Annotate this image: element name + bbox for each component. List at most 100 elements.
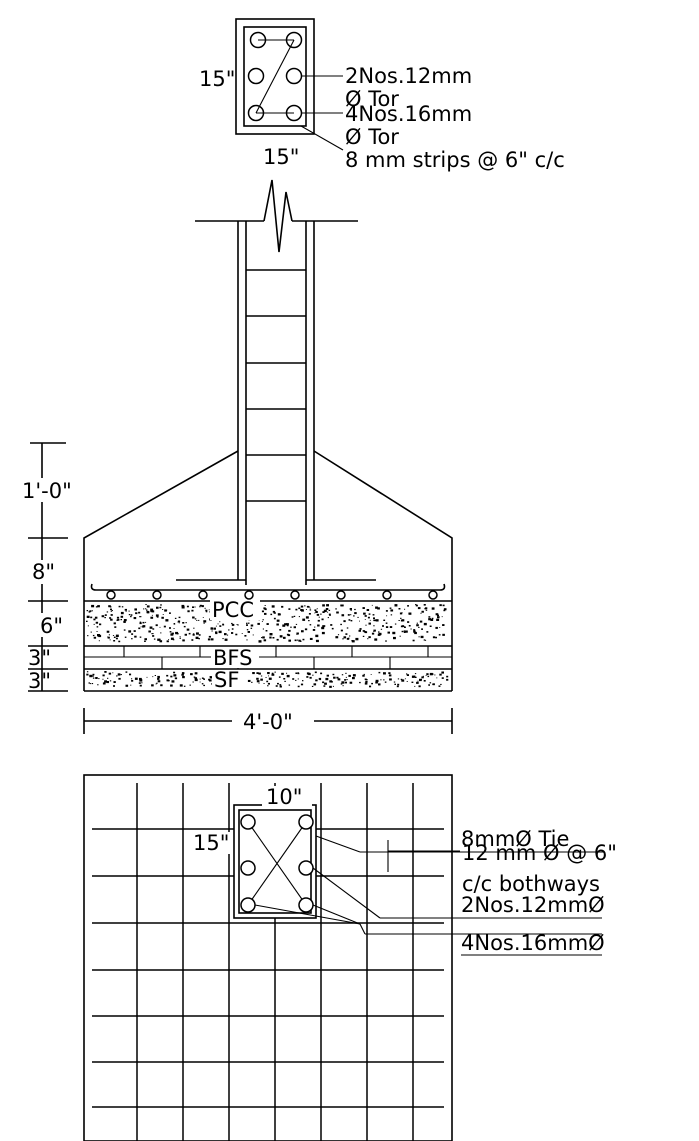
texture-speck <box>302 618 306 621</box>
texture-speck <box>308 620 310 622</box>
footing-plan: 10" 15" 12 mm Ø @ 6" c/c bothways 8mmØ T… <box>83 774 617 1141</box>
plan-rebar-mesh <box>92 783 444 1141</box>
texture-speck <box>288 608 291 610</box>
texture-speck <box>95 606 98 608</box>
texture-speck <box>170 633 174 636</box>
texture-speck <box>364 678 367 681</box>
texture-speck <box>222 638 224 640</box>
texture-speck <box>113 636 116 638</box>
texture-speck <box>349 681 353 684</box>
texture-speck <box>144 638 147 641</box>
texture-speck <box>320 672 323 675</box>
texture-speck <box>380 628 383 630</box>
texture-speck <box>441 671 444 674</box>
texture-speck <box>178 622 180 624</box>
texture-speck <box>344 679 347 681</box>
texture-speck <box>322 681 325 684</box>
texture-speck <box>345 676 347 678</box>
texture-speck <box>108 605 111 608</box>
texture-speck <box>302 638 305 641</box>
texture-speck <box>117 618 120 621</box>
texture-speck <box>418 636 420 638</box>
texture-speck <box>342 638 344 640</box>
texture-speck <box>215 632 218 635</box>
texture-speck <box>267 682 270 685</box>
dim-pcc: 6" <box>40 614 63 638</box>
texture-speck <box>388 674 392 677</box>
texture-speck <box>284 623 287 626</box>
texture-speck <box>151 610 155 613</box>
texture-speck <box>401 679 405 682</box>
texture-speck <box>155 624 158 627</box>
texture-speck <box>114 626 117 628</box>
texture-speck <box>421 628 423 630</box>
texture-speck <box>98 640 100 642</box>
texture-speck <box>86 610 89 612</box>
texture-speck <box>201 605 204 608</box>
texture-speck <box>146 610 150 614</box>
texture-speck <box>406 673 408 675</box>
texture-speck <box>143 608 145 610</box>
texture-speck <box>195 636 199 639</box>
texture-speck <box>318 616 320 618</box>
texture-speck <box>171 680 175 683</box>
texture-speck <box>315 679 318 682</box>
texture-speck <box>120 674 122 676</box>
texture-speck <box>170 637 174 640</box>
texture-speck <box>203 620 207 623</box>
texture-speck <box>296 632 299 635</box>
texture-speck <box>414 685 416 687</box>
texture-speck <box>309 624 312 626</box>
texture-speck <box>306 676 309 678</box>
texture-speck <box>166 609 168 611</box>
texture-speck <box>93 623 95 625</box>
texture-speck <box>152 633 154 635</box>
texture-speck <box>283 678 286 680</box>
texture-speck <box>420 612 422 614</box>
texture-speck <box>89 674 93 678</box>
texture-speck <box>160 684 163 687</box>
dim-base: 8" <box>32 560 55 584</box>
texture-speck <box>145 604 147 605</box>
texture-speck <box>382 625 384 627</box>
texture-speck <box>158 638 161 641</box>
texture-speck <box>141 682 143 684</box>
texture-speck <box>170 684 173 687</box>
texture-speck <box>277 613 281 616</box>
texture-speck <box>228 629 230 631</box>
texture-speck <box>309 676 312 679</box>
texture-speck <box>337 634 340 636</box>
texture-speck <box>145 608 147 610</box>
texture-speck <box>281 605 284 608</box>
rebar <box>298 860 314 876</box>
texture-speck <box>188 632 191 635</box>
texture-speck <box>181 606 185 609</box>
texture-speck <box>139 677 142 681</box>
rebar <box>240 814 256 830</box>
texture-speck <box>193 676 196 678</box>
texture-speck <box>104 617 106 619</box>
texture-speck <box>262 636 265 639</box>
texture-speck <box>87 625 89 627</box>
texture-speck <box>201 683 204 685</box>
texture-speck <box>384 681 387 683</box>
texture-speck <box>168 639 170 640</box>
texture-speck <box>348 674 351 677</box>
texture-speck <box>371 632 375 635</box>
texture-speck <box>286 672 288 674</box>
texture-speck <box>150 616 154 619</box>
texture-speck <box>328 609 331 611</box>
texture-speck <box>192 681 194 683</box>
texture-speck <box>373 617 375 619</box>
texture-speck <box>378 631 380 633</box>
texture-speck <box>438 685 441 687</box>
texture-speck <box>416 624 419 627</box>
texture-speck <box>263 639 267 642</box>
texture-speck <box>203 678 205 680</box>
texture-speck <box>398 608 401 610</box>
texture-speck <box>131 678 133 680</box>
texture-speck <box>163 625 166 628</box>
texture-speck <box>369 619 371 621</box>
texture-speck <box>286 633 289 636</box>
texture-speck <box>88 611 91 613</box>
